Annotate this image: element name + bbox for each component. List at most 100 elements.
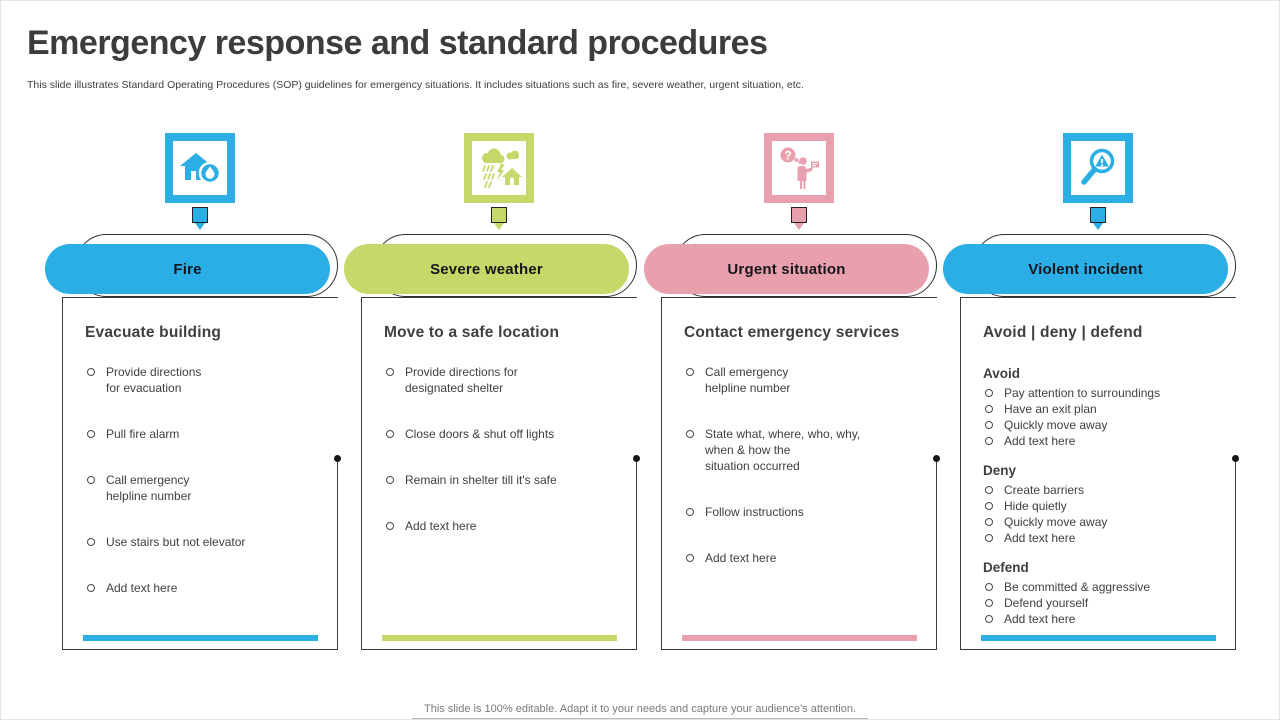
procedure-card: Move to a safe location Provide directio…	[361, 297, 640, 650]
bullet-marker-icon	[87, 368, 95, 376]
person-question-icon: ?	[775, 144, 823, 192]
card-heading: Evacuate building	[85, 324, 222, 341]
connector-dot	[933, 455, 940, 462]
connector-line	[933, 455, 940, 650]
pin-arrow-icon	[1093, 223, 1103, 230]
category-label: Severe weather	[430, 260, 543, 278]
bullet-item: Be committed & aggressive	[983, 579, 1218, 595]
bullet-marker-icon	[386, 476, 394, 484]
bullet-text: Call emergency helpline number	[705, 365, 791, 395]
bullet-item: Add text here	[85, 580, 320, 596]
category-label: Violent incident	[1028, 260, 1143, 278]
bullet-text: Quickly move away	[1004, 418, 1108, 432]
bullet-marker-icon	[985, 518, 993, 526]
bullet-text: Add text here	[1004, 612, 1076, 626]
bullet-item: Pay attention to surroundings	[983, 385, 1218, 401]
group-label: Defend	[983, 560, 1029, 575]
bullet-text: Add text here	[1004, 531, 1076, 545]
bullet-text: Follow instructions	[705, 505, 804, 519]
category-header: Severe weather	[344, 234, 637, 297]
bullet-item: Use stairs but not elevator	[85, 534, 320, 550]
bullet-marker-icon	[87, 584, 95, 592]
bullet-text: Close doors & shut off lights	[405, 427, 555, 441]
bullet-text: Have an exit plan	[1004, 402, 1097, 416]
card-heading: Contact emergency services	[684, 324, 900, 341]
bullet-item: Add text here	[684, 550, 919, 566]
connector-dot	[633, 455, 640, 462]
bullet-marker-icon	[985, 502, 993, 510]
magnifier-warning-icon	[1074, 144, 1122, 192]
bullet-text: Pay attention to surroundings	[1004, 386, 1161, 400]
connector-line	[633, 455, 640, 650]
bullet-text: Pull fire alarm	[106, 427, 180, 441]
bullet-marker-icon	[985, 389, 993, 397]
bullet-item: Add text here	[983, 433, 1218, 449]
pin-connector-icon	[1090, 207, 1106, 230]
bullet-item: Call emergency helpline number	[85, 472, 320, 504]
icon-box	[464, 133, 534, 203]
accent-bar	[682, 635, 917, 641]
bullet-marker-icon	[686, 554, 694, 562]
page-subtitle: This slide illustrates Standard Operatin…	[27, 79, 804, 91]
card-heading: Move to a safe location	[384, 324, 560, 341]
icon-box	[1063, 133, 1133, 203]
bullet-item: Quickly move away	[983, 417, 1218, 433]
icon-box	[165, 133, 235, 203]
icon-box: ?	[764, 133, 834, 203]
bullet-item: Call emergency helpline number	[684, 364, 919, 396]
footer-text: This slide is 100% editable. Adapt it to…	[412, 703, 868, 719]
bullet-marker-icon	[87, 476, 95, 484]
category-pill: Severe weather	[344, 244, 629, 294]
bullet-item: Provide directions for evacuation	[85, 364, 320, 396]
bullet-text: Use stairs but not elevator	[106, 535, 246, 549]
bullet-text: Be committed & aggressive	[1004, 580, 1151, 594]
pin-square	[491, 207, 507, 223]
pin-square	[192, 207, 208, 223]
procedure-column-urgent-situation: ? Urgent situation Contact emergency ser…	[644, 133, 940, 650]
bullet-marker-icon	[686, 368, 694, 376]
bullet-marker-icon	[985, 437, 993, 445]
group-label: Deny	[983, 463, 1017, 478]
bullet-text: Provide directions for evacuation	[106, 365, 202, 395]
bullet-item: Have an exit plan	[983, 401, 1218, 417]
group-label: Avoid	[983, 366, 1020, 381]
bullet-marker-icon	[985, 583, 993, 591]
pin-connector-icon	[791, 207, 807, 230]
bullet-item: Add text here	[983, 611, 1218, 627]
bullet-item: Follow instructions	[684, 504, 919, 520]
bullet-item: Add text here	[384, 518, 619, 534]
bullet-text: Create barriers	[1004, 483, 1085, 497]
bullet-item: Pull fire alarm	[85, 426, 320, 442]
connector-line	[1232, 455, 1239, 650]
category-header: Violent incident	[943, 234, 1236, 297]
category-header: Urgent situation	[644, 234, 937, 297]
bullet-item: Quickly move away	[983, 514, 1218, 530]
bullet-item: Create barriers	[983, 482, 1218, 498]
accent-bar	[83, 635, 318, 641]
bullet-text: Hide quietly	[1004, 499, 1067, 513]
bullet-marker-icon	[686, 508, 694, 516]
bullet-text: Call emergency helpline number	[106, 473, 192, 503]
category-header: Fire	[45, 234, 338, 297]
bullet-text: Defend yourself	[1004, 596, 1089, 610]
bullet-marker-icon	[386, 430, 394, 438]
bullet-item: Defend yourself	[983, 595, 1218, 611]
bullet-marker-icon	[386, 368, 394, 376]
category-pill: Violent incident	[943, 244, 1228, 294]
storm-house-icon	[475, 144, 523, 192]
pin-connector-icon	[491, 207, 507, 230]
bullet-item: Remain in shelter till it's safe	[384, 472, 619, 488]
procedure-column-fire: Fire Evacuate building Provide direction…	[45, 133, 341, 650]
bullet-item: Add text here	[983, 530, 1218, 546]
bullet-text: Quickly move away	[1004, 515, 1108, 529]
bullet-text: Add text here	[106, 581, 178, 595]
bullet-item: Provide directions for designated shelte…	[384, 364, 619, 396]
bullet-marker-icon	[87, 538, 95, 546]
bullet-marker-icon	[985, 599, 993, 607]
